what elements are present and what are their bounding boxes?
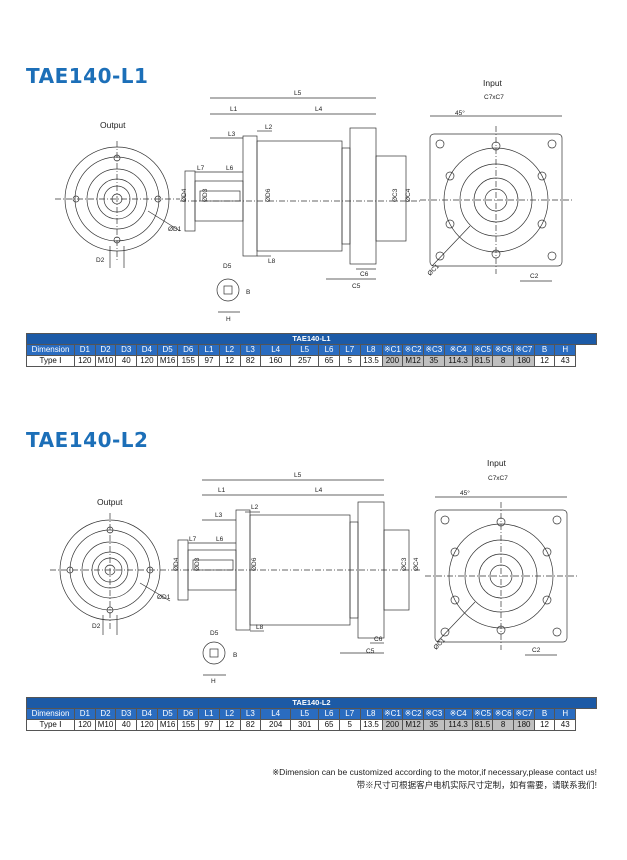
svg-text:C5: C5 — [366, 648, 375, 655]
svg-text:L2: L2 — [265, 124, 273, 131]
svg-text:45°: 45° — [455, 109, 465, 117]
svg-text:D2: D2 — [96, 257, 105, 264]
svg-text:L4: L4 — [315, 106, 323, 113]
svg-text:ØD1: ØD1 — [157, 594, 171, 601]
output-label: Output — [100, 120, 126, 130]
svg-text:ØC4: ØC4 — [405, 188, 412, 202]
section-title: TAE140-L2 — [26, 428, 149, 452]
svg-text:L5: L5 — [294, 90, 302, 97]
svg-text:45°: 45° — [460, 489, 470, 497]
svg-text:H: H — [211, 678, 216, 685]
svg-text:Input: Input — [487, 458, 507, 468]
svg-text:L1: L1 — [218, 487, 226, 494]
svg-text:L6: L6 — [226, 165, 234, 172]
svg-text:ØD6: ØD6 — [265, 188, 272, 202]
input-flange-view — [420, 115, 572, 282]
key-detail — [202, 641, 226, 676]
input-label: Input — [483, 78, 503, 88]
svg-text:C6: C6 — [374, 636, 383, 643]
svg-text:ØD6: ØD6 — [251, 557, 258, 571]
footnote: ※Dimension can be customized according t… — [272, 766, 597, 792]
svg-text:C2: C2 — [530, 273, 539, 280]
technical-drawing: Output ØD1 D2 L5 L1 L4 L2 L3 L7 L6 — [0, 76, 627, 326]
table-caption: TAE140-L2 — [26, 697, 597, 709]
svg-text:ØC1: ØC1 — [426, 263, 441, 278]
svg-text:C2: C2 — [532, 647, 541, 654]
svg-text:L5: L5 — [294, 472, 302, 479]
svg-text:ØC3: ØC3 — [401, 557, 408, 571]
footnote-en: ※Dimension can be customized according t… — [272, 767, 597, 777]
svg-text:L7: L7 — [197, 165, 205, 172]
svg-text:L3: L3 — [228, 131, 236, 138]
output-flange-view — [50, 513, 172, 635]
footnote-cn: 带※尺寸可根据客户电机实际尺寸定制，如有需要，请联系我们! — [356, 780, 597, 790]
svg-text:ØC4: ØC4 — [413, 557, 420, 571]
input-flange-view — [425, 496, 577, 656]
svg-text:ØD4: ØD4 — [181, 188, 188, 202]
svg-text:ØC3: ØC3 — [392, 188, 399, 202]
svg-text:ØD3: ØD3 — [202, 188, 209, 202]
technical-drawing: Output ØD1 D2 L5 L1 L4 L2 L3 L7 L6 L8 — [0, 455, 627, 690]
key-detail — [216, 278, 240, 313]
svg-text:ØD1: ØD1 — [168, 226, 182, 233]
svg-text:ØD4: ØD4 — [173, 557, 180, 571]
svg-text:C7xC7: C7xC7 — [484, 94, 504, 101]
svg-text:L8: L8 — [268, 258, 276, 265]
svg-text:L6: L6 — [216, 536, 224, 543]
svg-text:D5: D5 — [210, 630, 219, 637]
svg-text:D2: D2 — [92, 623, 101, 630]
svg-text:L4: L4 — [315, 487, 323, 494]
svg-text:Output: Output — [97, 497, 123, 507]
svg-text:L8: L8 — [256, 624, 264, 631]
svg-text:C5: C5 — [352, 283, 361, 290]
side-view — [180, 97, 420, 280]
svg-text:H: H — [226, 316, 231, 323]
svg-text:L3: L3 — [215, 512, 223, 519]
svg-text:C7xC7: C7xC7 — [488, 475, 508, 482]
svg-text:ØC1: ØC1 — [432, 637, 447, 652]
table-caption: TAE140-L1 — [26, 333, 597, 345]
svg-text:D5: D5 — [223, 263, 232, 270]
output-flange-view — [55, 141, 181, 268]
svg-text:B: B — [246, 289, 250, 296]
section-title: TAE140-L1 — [26, 64, 149, 88]
side-view — [172, 479, 420, 654]
svg-text:L7: L7 — [189, 536, 197, 543]
svg-text:ØD3: ØD3 — [194, 557, 201, 571]
svg-text:C6: C6 — [360, 271, 369, 278]
svg-text:B: B — [233, 652, 237, 659]
svg-text:L2: L2 — [251, 504, 259, 511]
svg-text:L1: L1 — [230, 106, 238, 113]
